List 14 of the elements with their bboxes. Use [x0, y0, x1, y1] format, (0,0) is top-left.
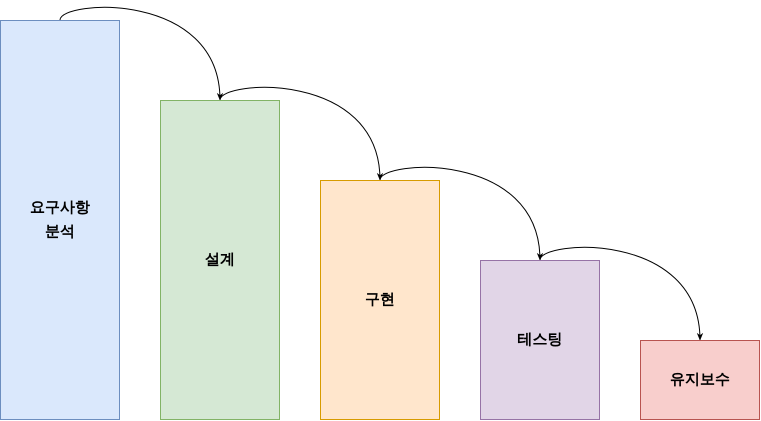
curved-arrow: [540, 246, 702, 341]
process-box: [480, 260, 600, 420]
box-label: 테스팅: [516, 330, 564, 350]
box-label: 설계: [204, 250, 236, 270]
process-box: [320, 180, 440, 420]
box-label: 요구사항 분석: [29, 198, 91, 242]
curved-arrow: [220, 86, 382, 181]
box-label: 구현: [364, 290, 396, 310]
process-box: [160, 100, 280, 420]
curved-arrow: [60, 6, 222, 101]
process-box: [0, 20, 120, 420]
box-label: 유지보수: [669, 370, 731, 390]
process-box: [640, 340, 760, 420]
curved-arrow: [380, 166, 542, 261]
